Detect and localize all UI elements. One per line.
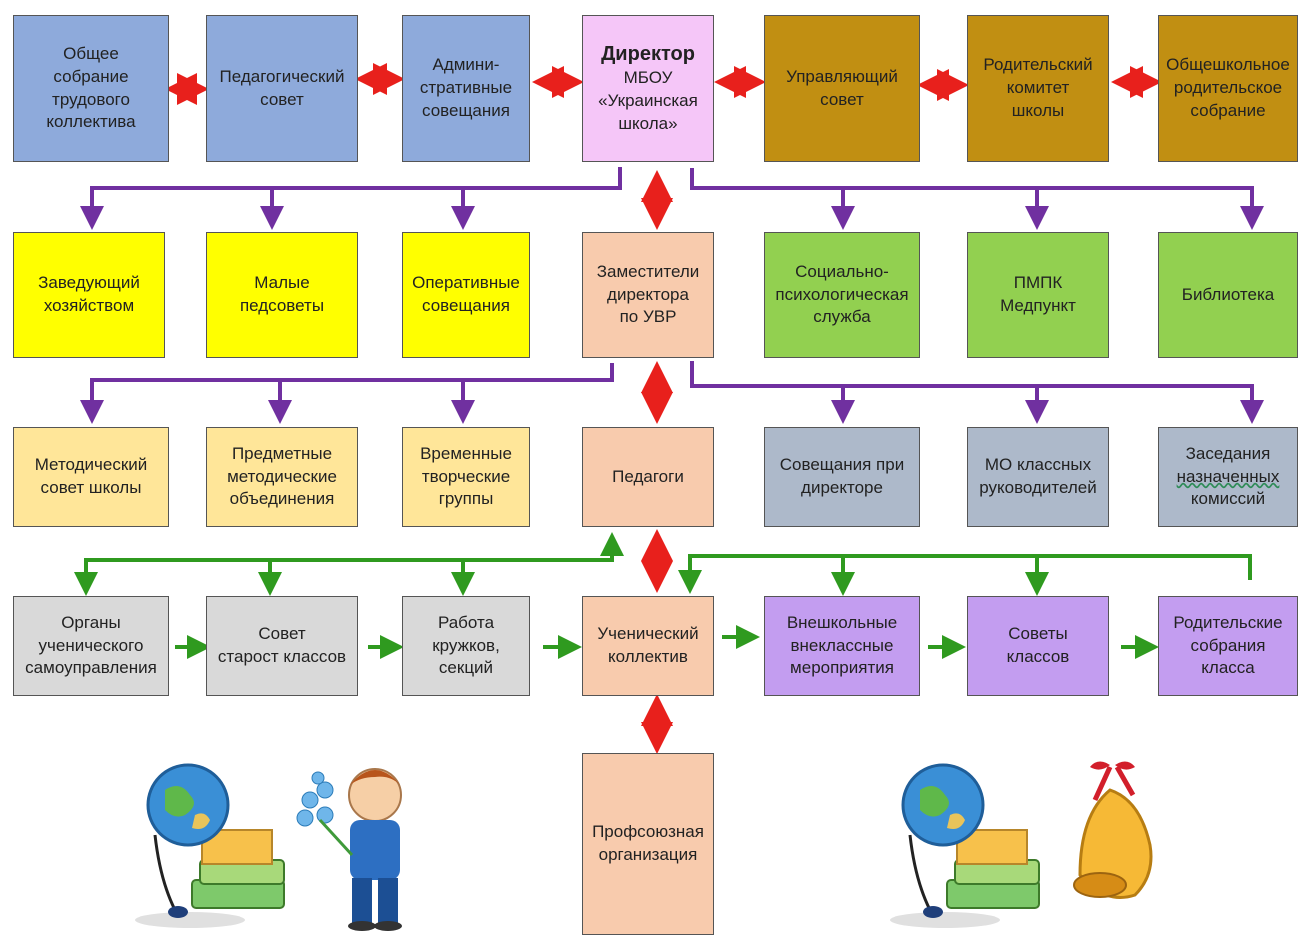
box-self-government: Органы ученического самоуправления — [13, 596, 169, 696]
box-social-psych-service: Социально- психологическая служба — [764, 232, 920, 358]
box-trade-union: Профсоюзная организация — [582, 753, 714, 935]
green-connector — [678, 554, 1252, 594]
box-ped-council: Педагогический совет — [206, 15, 358, 162]
commissions-line-3: комиссий — [1190, 489, 1266, 509]
purple-connector — [90, 167, 622, 190]
green-connector — [84, 532, 624, 584]
box-student-body: Ученический коллектив — [582, 596, 714, 696]
box-creative-groups: Временные творческие группы — [402, 427, 530, 527]
purple-connector — [690, 168, 1252, 190]
box-class-parent-meetings: Родительские собрания класса — [1158, 596, 1298, 696]
box-parent-committee: Родительский комитет школы — [967, 15, 1109, 162]
box-library: Библиотека — [1158, 232, 1298, 358]
box-teachers: Педагоги — [582, 427, 714, 527]
commissions-line-2: назначенных — [1176, 466, 1280, 486]
box-methodical-council: Методический совет школы — [13, 427, 169, 527]
box-pmpk: ПМПК Медпункт — [967, 232, 1109, 358]
globe-books-icon — [135, 763, 285, 928]
director-title: Директор — [601, 43, 695, 66]
school-bell-icon — [1073, 761, 1153, 899]
box-general-meeting: Общее собрание трудового коллектива — [13, 15, 169, 162]
box-director-meetings: Совещания при директоре — [764, 427, 920, 527]
box-commissions: Заседания назначенных комиссий — [1158, 427, 1298, 527]
globe-books-icon — [890, 763, 1040, 928]
box-class-teachers-mo: МО классных руководителей — [967, 427, 1109, 527]
boy-with-flowers-icon — [296, 768, 402, 931]
director-school: МБОУ «Украинская школа» — [598, 68, 698, 133]
box-class-elders: Совет старост классов — [206, 596, 358, 696]
box-deputy-directors: Заместители директора по УВР — [582, 232, 714, 358]
box-operative-meetings: Оперативные совещания — [402, 232, 530, 358]
box-extracurricular: Внешкольные внеклассные мероприятия — [764, 596, 920, 696]
box-admin-meetings: Админи- стративные совещания — [402, 15, 530, 162]
box-maintenance-head: Заведующий хозяйством — [13, 232, 165, 358]
commissions-line-1: Заседания — [1185, 443, 1271, 463]
purple-connector — [90, 363, 614, 382]
box-school-parent-meeting: Общешкольное родительское собрание — [1158, 15, 1298, 162]
box-managing-council: Управляющий совет — [764, 15, 920, 162]
box-class-councils: Советы классов — [967, 596, 1109, 696]
purple-connector — [690, 361, 1252, 388]
box-small-ped-councils: Малые педсоветы — [206, 232, 358, 358]
box-clubs: Работа кружков, секций — [402, 596, 530, 696]
box-subject-associations: Предметные методические объединения — [206, 427, 358, 527]
